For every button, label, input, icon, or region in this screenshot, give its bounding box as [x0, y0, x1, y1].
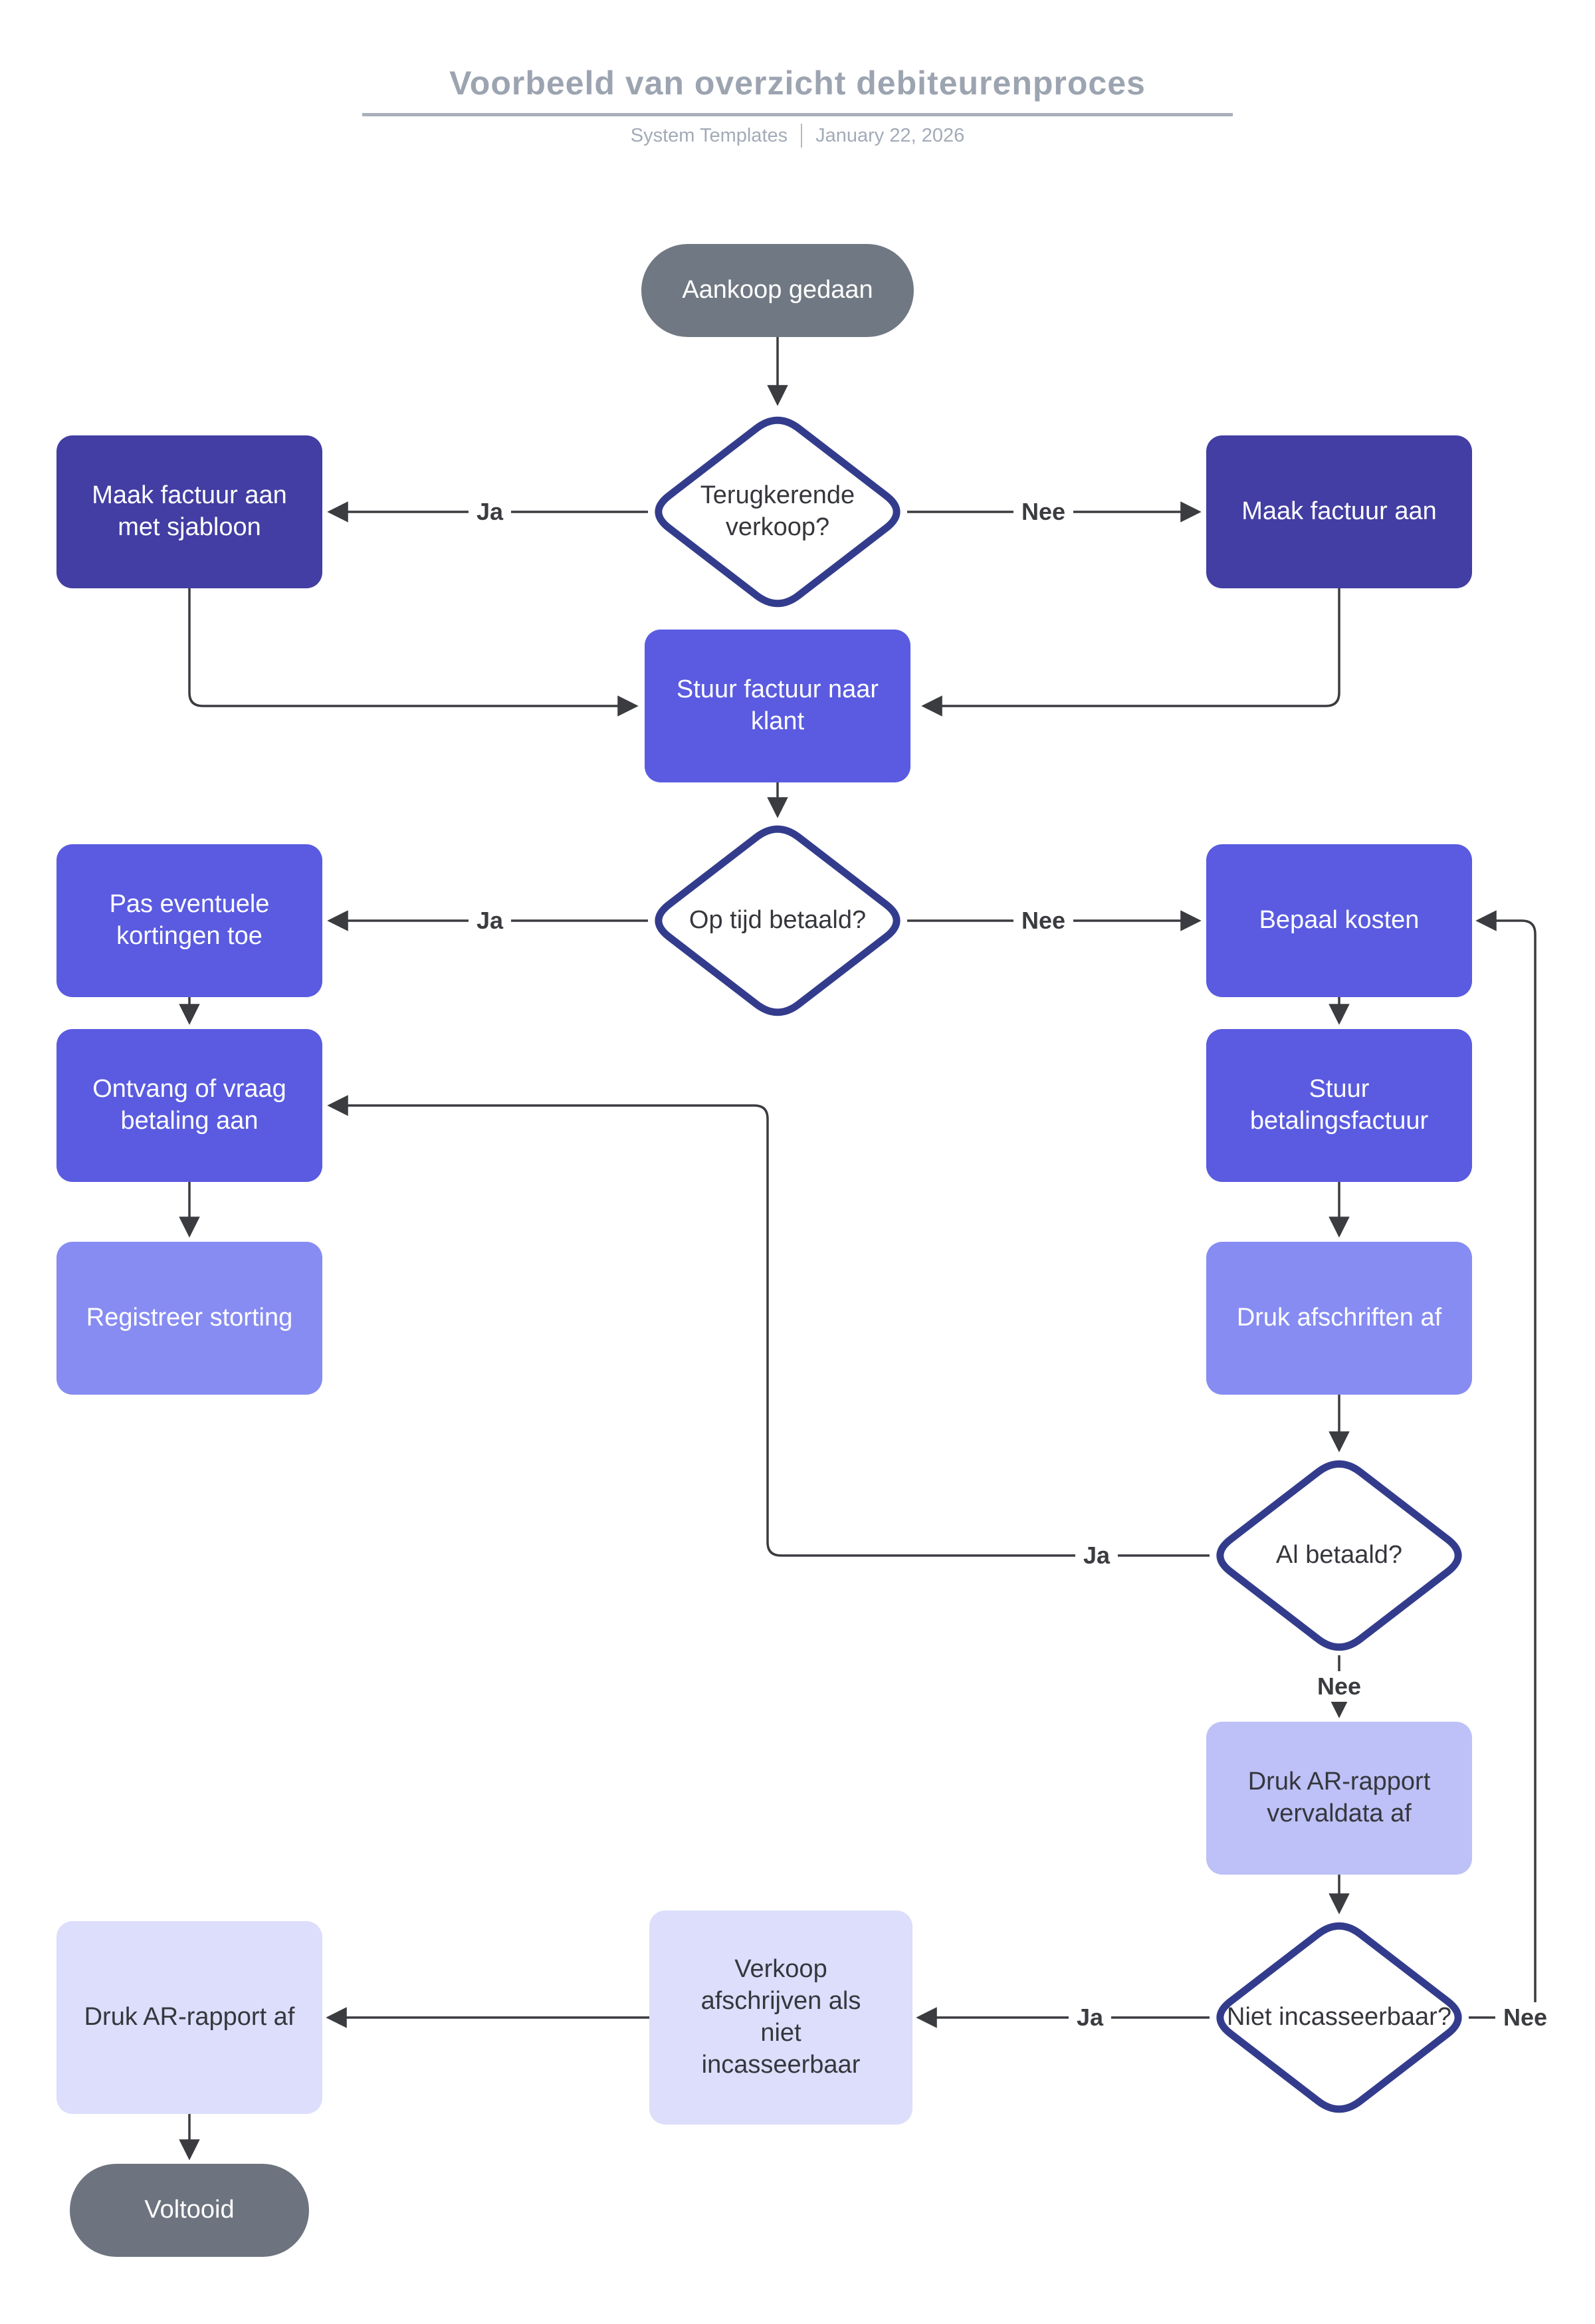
- terminator-end-label: Voltooid: [144, 2196, 235, 2224]
- process-ontvang-of-vraag-betaling: Ontvang of vraag betaling aan: [56, 1029, 322, 1182]
- process-bepaal-kosten: Bepaal kosten: [1206, 844, 1472, 997]
- edge-label-op-tijd-ja: Ja: [468, 905, 512, 936]
- decision-op-tijd-betaald-label: Op tijd betaald?: [689, 906, 867, 935]
- decision-niet-incasseerbaar-shape: [1216, 1922, 1462, 2113]
- subtitle-date: January 22, 2026: [815, 124, 965, 146]
- process-label: Ontvang of vraag betaling aan: [92, 1075, 286, 1135]
- process-label: Verkoop afschrijven als niet incasseerba…: [700, 1955, 861, 2079]
- decision-terugkerende-verkoop-shape: [655, 416, 901, 608]
- process-pas-kortingen-toe: Pas eventuele kortingen toe: [56, 844, 322, 997]
- process-label: Pas eventuele kortingen toe: [109, 890, 270, 950]
- decision-niet-incasseerbaar-label: Niet incasseerbaar?: [1227, 2003, 1451, 2032]
- edge-label-terugkerende-nee: Nee: [1013, 497, 1074, 527]
- process-druk-afschriften-af: Druk afschriften af: [1206, 1242, 1472, 1395]
- terminator-start-label: Aankoop gedaan: [682, 276, 873, 304]
- terminator-start: Aankoop gedaan: [641, 244, 914, 337]
- process-druk-ar-rapport-af: Druk AR-rapport af: [56, 1921, 322, 2114]
- page-title: Voorbeeld van overzicht debiteurenproces: [449, 64, 1146, 102]
- terminator-end: Voltooid: [70, 2164, 309, 2257]
- process-stuur-betalingsfactuur: Stuur betalingsfactuur: [1206, 1029, 1472, 1182]
- subtitle: System Templates January 22, 2026: [0, 124, 1595, 148]
- edge-label-niet-incasseerbaar-nee: Nee: [1495, 2002, 1556, 2033]
- process-maak-factuur-aan: Maak factuur aan: [1206, 435, 1472, 588]
- decision-terugkerende-verkoop-label: Terugkerende verkoop?: [700, 481, 855, 541]
- title-underline: [362, 113, 1233, 116]
- process-label: Stuur factuur naar klant: [676, 675, 879, 735]
- process-druk-ar-rapport-vervaldata: Druk AR-rapport vervaldata af: [1206, 1722, 1472, 1875]
- process-registreer-storting: Registreer storting: [56, 1242, 322, 1395]
- edge-label-al-betaald-ja: Ja: [1075, 1540, 1118, 1571]
- process-label: Registreer storting: [86, 1304, 293, 1332]
- process-label: Druk AR-rapport af: [84, 2003, 295, 2032]
- process-stuur-factuur-naar-klant: Stuur factuur naar klant: [645, 630, 910, 782]
- process-verkoop-afschrijven: Verkoop afschrijven als niet incasseerba…: [649, 1911, 912, 2125]
- edge-label-op-tijd-nee: Nee: [1013, 905, 1074, 936]
- edge-label-niet-incasseerbaar-ja: Ja: [1068, 2002, 1112, 2033]
- edge-label-terugkerende-ja: Ja: [468, 497, 512, 527]
- process-label: Maak factuur aan: [1241, 497, 1437, 526]
- decision-al-betaald-label: Al betaald?: [1275, 1541, 1403, 1569]
- subtitle-author: System Templates: [630, 124, 788, 146]
- subtitle-divider: [801, 124, 803, 148]
- process-label: Maak factuur aan met sjabloon: [92, 481, 287, 541]
- process-label: Druk AR-rapport vervaldata af: [1247, 1768, 1431, 1827]
- process-label: Stuur betalingsfactuur: [1249, 1075, 1429, 1135]
- process-label: Bepaal kosten: [1259, 906, 1420, 935]
- decision-op-tijd-betaald-shape: [655, 825, 901, 1016]
- edge-label-al-betaald-nee: Nee: [1309, 1671, 1370, 1702]
- process-maak-factuur-met-sjabloon: Maak factuur aan met sjabloon: [56, 435, 322, 588]
- process-label: Druk afschriften af: [1236, 1304, 1442, 1332]
- decision-al-betaald-shape: [1216, 1460, 1462, 1651]
